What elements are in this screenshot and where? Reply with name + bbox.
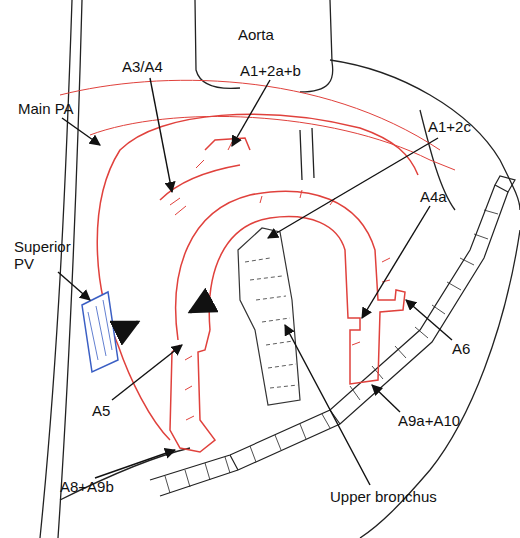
- bronchus: [238, 228, 300, 405]
- rib-band: [150, 176, 515, 496]
- tissue-line: [300, 128, 314, 180]
- rib-edge: [160, 192, 508, 496]
- leader-line: [372, 385, 400, 412]
- callout-label: A3/A4: [122, 58, 163, 75]
- artery-background-arch: [90, 116, 455, 170]
- artery-background-arch: [60, 80, 440, 150]
- a3-a4-branch: [160, 165, 240, 200]
- leader-line: [112, 345, 182, 400]
- bold-arrow: [190, 300, 212, 312]
- vein-outline: [82, 292, 118, 372]
- callout-label: A8+A9b: [60, 478, 114, 495]
- dissection-arrow: [118, 300, 212, 332]
- pulmonary-artery: [60, 80, 455, 452]
- callout-label: Aorta: [238, 26, 274, 43]
- leader-arrows: [58, 78, 452, 485]
- aorta-outline: [300, 0, 333, 92]
- leader-line: [362, 206, 430, 318]
- lung-outline: [330, 60, 520, 210]
- a1-2c-arch: [176, 191, 405, 384]
- main-pa-outline: [97, 114, 418, 345]
- main-pa-lower: [118, 345, 170, 440]
- leader-line: [406, 300, 452, 340]
- callout-label: Superior PV: [14, 238, 80, 272]
- bronchus-cartilage: [245, 258, 298, 388]
- leader-line: [150, 78, 172, 192]
- thorax-outline: [40, 0, 520, 538]
- a1-2ab-stub: [205, 138, 250, 150]
- callout-label: Upper bronchus: [330, 488, 437, 505]
- callout-label: Main PA: [18, 100, 74, 117]
- rib-joint: [230, 410, 340, 470]
- leader-line: [58, 272, 90, 300]
- artery-shading: [170, 142, 390, 420]
- superior-pv: [82, 292, 118, 372]
- mediastinum-line: [58, 0, 82, 538]
- rib-edge: [150, 185, 495, 480]
- leader-line: [285, 325, 370, 485]
- callout-label: A5: [92, 402, 110, 419]
- vein-shading: [88, 300, 112, 360]
- callout-label: A9a+A10: [398, 412, 460, 429]
- callout-label: A4a: [420, 188, 447, 205]
- leader-line: [268, 138, 438, 238]
- rib-end: [495, 176, 515, 192]
- bold-arrow: [118, 322, 138, 332]
- bronchus-outline: [238, 228, 300, 405]
- callout-label: A6: [452, 340, 470, 357]
- callout-label: A1+2a+b: [240, 62, 301, 79]
- rib-hatching: [165, 210, 498, 493]
- aorta-outline: [195, 0, 240, 88]
- callout-label: A1+2c: [428, 118, 471, 135]
- leader-line: [95, 450, 175, 478]
- leader-line: [62, 118, 100, 145]
- mediastinum-line: [40, 0, 72, 538]
- leader-line: [232, 80, 270, 146]
